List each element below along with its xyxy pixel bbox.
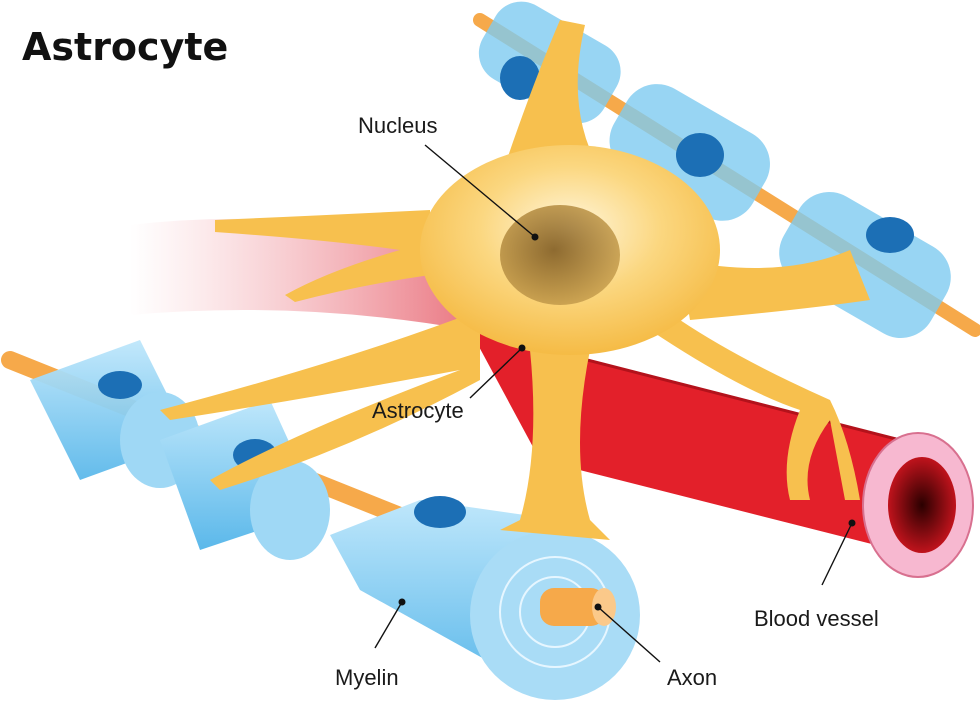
leader-lines [374,144,856,663]
label-astrocyte: Astrocyte [372,398,464,423]
label-myelin: Myelin [335,665,399,690]
label-nucleus: Nucleus [358,113,437,138]
astrocyte-cell [160,20,870,540]
label-blood-vessel: Blood vessel [754,606,879,631]
label-axon: Axon [667,665,717,690]
blood-vessel [469,328,974,578]
diagram-title: Astrocyte [22,25,228,69]
